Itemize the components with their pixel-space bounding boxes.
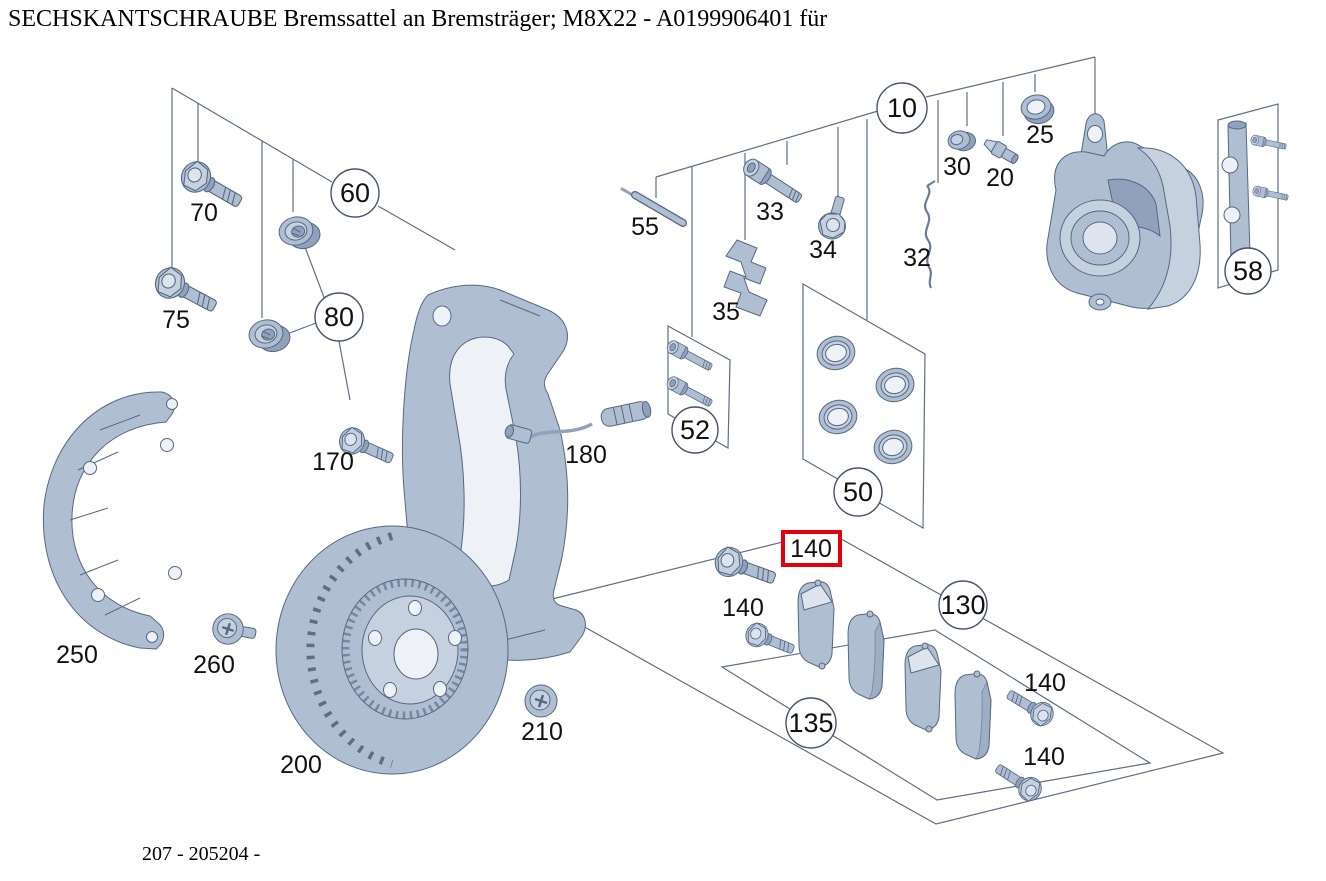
group-frame-50 — [802, 282, 926, 530]
callout-35[interactable]: 35 — [712, 298, 740, 326]
part-25-bushing-ring — [1020, 94, 1055, 125]
callout-210[interactable]: 210 — [521, 718, 563, 746]
circled-callouts: 10 60 80 52 50 58 — [314, 82, 1272, 749]
part-80-guide-sleeve — [245, 315, 293, 357]
leader-lines-right-fan — [655, 56, 1096, 337]
callout-25[interactable]: 25 — [1026, 121, 1054, 149]
callout-75[interactable]: 75 — [162, 306, 190, 334]
selected-callout-140[interactable]: 140 — [781, 530, 842, 567]
callout-circle-10[interactable]: 10 — [876, 82, 928, 134]
group-frame-58 — [1217, 103, 1279, 289]
part-250-splash-shield — [42, 391, 182, 650]
callout-140-c[interactable]: 140 — [1023, 743, 1065, 771]
part-140-hex-bolt-2 — [741, 619, 799, 662]
callout-70[interactable]: 70 — [190, 199, 218, 227]
callout-30[interactable]: 30 — [943, 153, 971, 181]
svg-text:10: 10 — [887, 93, 917, 123]
callout-20[interactable]: 20 — [986, 164, 1014, 192]
callout-32[interactable]: 32 — [903, 244, 931, 272]
part-52-bolt-kit — [664, 338, 715, 410]
svg-text:60: 60 — [340, 178, 370, 208]
part-200-brake-disc — [275, 525, 509, 775]
svg-text:130: 130 — [940, 590, 985, 620]
part-55-pin — [620, 187, 687, 227]
part-34-bolt — [818, 195, 846, 240]
part-260-screw — [211, 612, 257, 646]
selected-callout-label: 140 — [790, 535, 832, 563]
callout-55[interactable]: 55 — [631, 213, 659, 241]
callout-180[interactable]: 180 — [565, 441, 607, 469]
callout-200[interactable]: 200 — [280, 751, 322, 779]
leader-lines-left-fan — [171, 87, 456, 401]
drawing-code: 207 - 205204 - — [142, 843, 261, 865]
plain-callouts: 70 75 55 33 34 35 30 20 25 32 170 180 25… — [56, 121, 1066, 779]
part-35-spring-clip — [723, 239, 768, 317]
callout-250[interactable]: 250 — [56, 641, 98, 669]
callout-circle-130[interactable]: 130 — [938, 580, 988, 630]
selected-callout-box — [781, 530, 842, 567]
part-180-wear-sensor — [504, 401, 652, 444]
part-brake-caliper — [1046, 113, 1204, 311]
callout-circle-50[interactable]: 50 — [833, 467, 883, 517]
callout-circle-60[interactable]: 60 — [330, 168, 380, 218]
svg-text:52: 52 — [680, 415, 710, 445]
page-title: SECHSKANTSCHRAUBE Bremssattel an Bremstr… — [8, 6, 828, 32]
part-210-disc-screw — [523, 683, 559, 719]
callout-33[interactable]: 33 — [756, 198, 784, 226]
part-32-wire-spring — [924, 180, 936, 289]
part-30-cap — [947, 130, 976, 152]
callout-140-b[interactable]: 140 — [1024, 669, 1066, 697]
part-60-guide-sleeve — [275, 212, 323, 254]
callout-34[interactable]: 34 — [809, 236, 837, 264]
svg-text:58: 58 — [1233, 256, 1263, 286]
callout-140-a[interactable]: 140 — [722, 594, 764, 622]
part-58-retainer-kit — [1221, 120, 1290, 260]
svg-text:50: 50 — [843, 477, 873, 507]
callout-170[interactable]: 170 — [312, 448, 354, 476]
callout-260[interactable]: 260 — [193, 651, 235, 679]
svg-text:80: 80 — [324, 302, 354, 332]
callout-circle-52[interactable]: 52 — [671, 406, 719, 454]
part-20-bleeder-valve — [983, 139, 1019, 165]
callout-circle-58[interactable]: 58 — [1224, 247, 1272, 295]
part-50-seal-kit — [813, 331, 918, 469]
callout-circle-135[interactable]: 135 — [785, 697, 837, 749]
svg-text:135: 135 — [788, 708, 833, 738]
callout-circle-80[interactable]: 80 — [314, 292, 364, 342]
